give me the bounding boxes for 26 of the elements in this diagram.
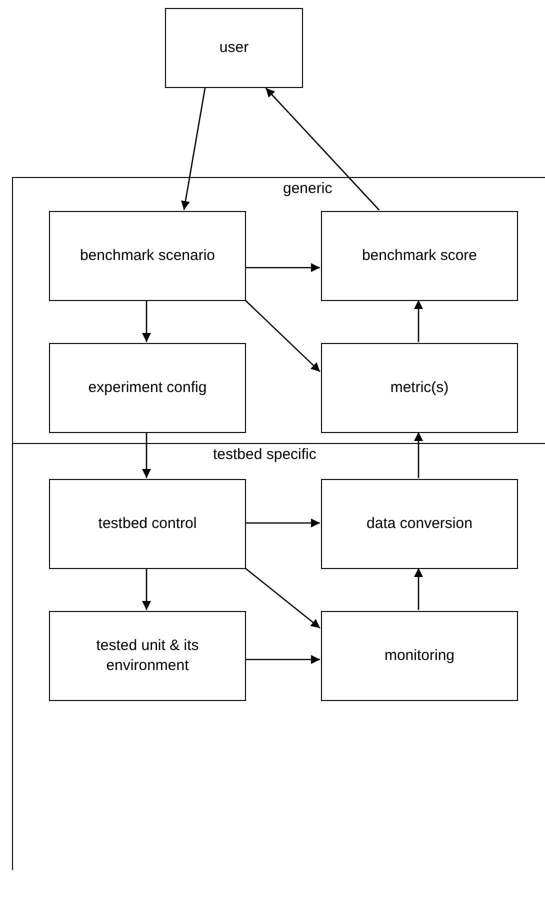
arrow bbox=[414, 300, 423, 342]
process-box: data conversion bbox=[321, 479, 518, 569]
process-box: experiment config bbox=[49, 343, 246, 433]
region-label: testbed specific bbox=[213, 446, 316, 463]
process-box: benchmark score bbox=[321, 211, 518, 301]
process-box: tested unit & its environment bbox=[49, 611, 246, 701]
process-box: testbed control bbox=[49, 479, 246, 569]
arrow bbox=[142, 300, 151, 342]
arrow bbox=[181, 88, 206, 210]
process-box: monitoring bbox=[321, 611, 518, 701]
arrow bbox=[244, 300, 320, 372]
arrow bbox=[244, 568, 320, 628]
arrow bbox=[142, 568, 151, 610]
region-band bbox=[12, 177, 545, 443]
region-band bbox=[12, 443, 545, 870]
arrow bbox=[245, 263, 320, 272]
process-box: benchmark scenario bbox=[49, 211, 246, 301]
region-label: generic bbox=[283, 180, 332, 197]
arrow bbox=[142, 432, 151, 478]
process-box: metric(s) bbox=[321, 343, 518, 433]
arrow bbox=[414, 568, 423, 610]
arrow bbox=[265, 88, 380, 210]
process-box: user bbox=[165, 8, 303, 88]
arrow bbox=[245, 518, 320, 528]
arrow bbox=[414, 432, 423, 478]
arrow bbox=[245, 655, 320, 664]
